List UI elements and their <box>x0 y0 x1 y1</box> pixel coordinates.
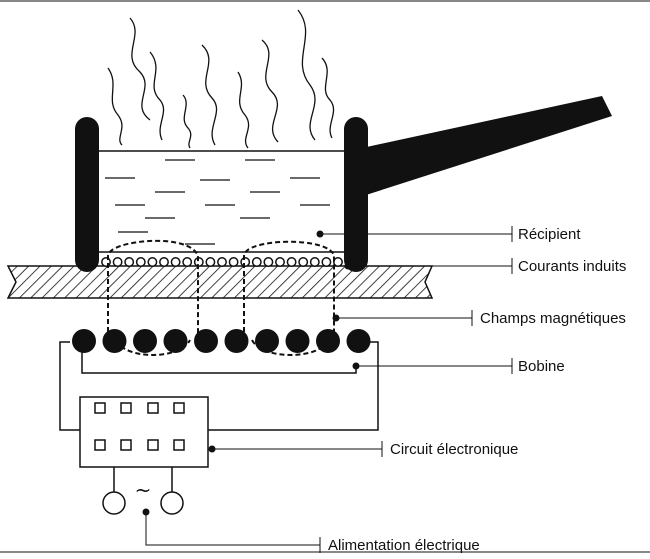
coil-turn <box>224 329 249 353</box>
coil-turn <box>285 329 310 353</box>
plug-right <box>160 491 184 515</box>
label-power-supply: Alimentation électrique <box>328 537 480 554</box>
label-coil: Bobine <box>518 358 565 375</box>
induced-current-dot <box>251 257 262 267</box>
circuit-components <box>94 402 185 451</box>
induced-current-dot <box>240 257 251 267</box>
leader-dots <box>142 230 360 516</box>
coil-connector <box>81 352 357 374</box>
pan-left-wall <box>75 117 99 272</box>
induced-current-dot <box>228 257 239 267</box>
coil-turn <box>133 329 157 353</box>
induced-current-dot <box>309 257 320 267</box>
induced-current-dot <box>147 257 158 267</box>
coil-turn <box>163 329 188 353</box>
label-recipient: Récipient <box>518 226 581 243</box>
induced-current-dot <box>333 257 343 267</box>
coil-turn <box>194 329 218 353</box>
label-magnetic-fields: Champs magnétiques <box>480 310 626 327</box>
induced-current-dot <box>205 257 216 267</box>
cooktop-surface <box>6 265 434 299</box>
induced-current-dot <box>159 257 169 267</box>
leader-lines <box>145 226 513 553</box>
coil-turn <box>346 329 371 353</box>
induced-current-dot <box>112 257 123 267</box>
wire-right <box>208 341 379 431</box>
ac-symbol: ~ <box>135 478 152 502</box>
pan-handle <box>362 96 612 195</box>
induced-current-dots <box>101 257 343 267</box>
steam <box>107 9 335 149</box>
coil-turns <box>72 329 371 353</box>
induced-current-dot <box>298 257 309 267</box>
label-electronic-circuit: Circuit électronique <box>390 441 518 458</box>
induced-current-dot <box>321 257 332 267</box>
coil-turn <box>255 329 279 353</box>
coil-turn <box>316 329 340 353</box>
induced-current-dot <box>286 257 297 267</box>
induced-current-dot <box>135 257 146 267</box>
label-induced-currents: Courants induits <box>518 258 626 275</box>
induced-current-dot <box>275 257 285 267</box>
induced-current-dot <box>170 257 181 267</box>
induced-current-dot <box>124 257 135 267</box>
induced-current-dot <box>217 257 227 267</box>
wire-left <box>59 341 80 431</box>
plug-left <box>102 491 126 515</box>
induced-current-dot <box>182 257 193 267</box>
coil-turn <box>72 329 96 353</box>
water <box>105 159 330 245</box>
coil-turn <box>102 329 127 353</box>
induced-current-dot <box>263 257 274 267</box>
pan-right-wall <box>344 117 368 272</box>
